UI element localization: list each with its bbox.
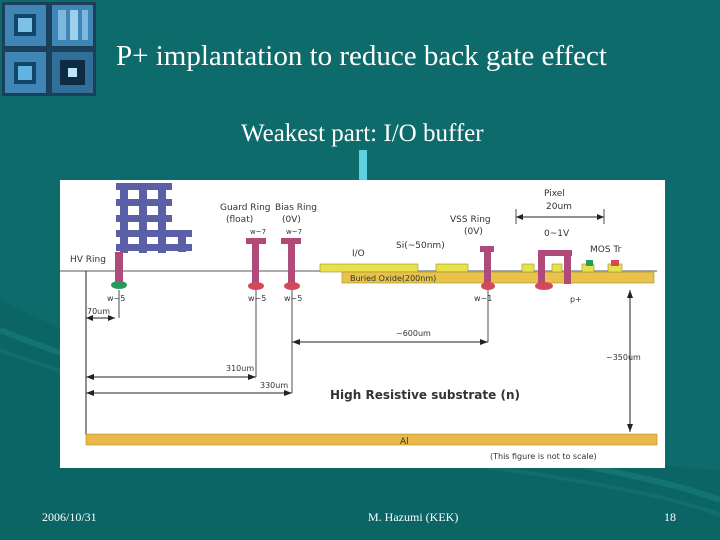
dim-350um: ~350um — [606, 290, 641, 432]
pixel-label: Pixel — [544, 189, 565, 199]
bias-ring-contact — [288, 242, 295, 284]
w5-label-a: w~5 — [107, 294, 125, 303]
cross-section-diagram: HV Ring w~5 Guard Ring (float) w~7 w~5 B… — [60, 180, 665, 468]
mos-tr-label: MOS Tr — [590, 245, 622, 255]
page-number: 18 — [664, 510, 676, 524]
dim-70um-label: 70um — [87, 307, 110, 316]
hv-ring-contact — [115, 252, 123, 282]
pplus-label: p+ — [570, 295, 582, 304]
al-backside-layer — [85, 433, 658, 446]
w5-label-b: w~5 — [248, 294, 266, 303]
w5-label-c: w~5 — [284, 294, 302, 303]
vss-ring-contact — [484, 250, 491, 284]
dim-350um-label: ~350um — [606, 353, 641, 362]
vss-ring-sub: (0V) — [464, 227, 483, 237]
si-label: Si(~50nm) — [396, 241, 445, 251]
bias-ring-implant — [284, 282, 300, 290]
guard-ring-contact — [252, 242, 259, 284]
buried-oxide-label: Buried Oxide(200nm) — [350, 274, 436, 283]
pixel-implant — [535, 282, 553, 290]
pixel-voltage-label: 0~1V — [544, 229, 570, 239]
io-label: I/O — [352, 249, 365, 259]
slide-subtitle: Weakest part: I/O buffer — [241, 120, 484, 147]
hv-ring-implant — [111, 281, 127, 289]
guard-ring-label: Guard Ring — [220, 203, 270, 213]
pixel-contact-right — [564, 250, 571, 284]
metal-via-stack — [116, 183, 192, 253]
pixel-size-label: 20um — [546, 202, 572, 212]
bias-ring-label: Bias Ring — [275, 203, 317, 213]
scale-note: (This figure is not to scale) — [490, 452, 597, 461]
footer-date: 2006/10/31 — [42, 510, 97, 524]
dim-310um: 310um — [86, 364, 256, 380]
slide-title: P+ implantation to reduce back gate effe… — [116, 40, 607, 72]
buried-oxide-layer — [341, 271, 655, 284]
w7-label-a: w~7 — [250, 228, 266, 236]
pixel-contact-left — [538, 250, 545, 284]
w1-label: w~1 — [474, 294, 492, 303]
io-si-layer — [319, 263, 419, 273]
w7-label-b: w~7 — [286, 228, 302, 236]
vss-ring-implant — [481, 282, 495, 290]
dim-70um: 70um — [86, 307, 115, 321]
vss-ring-label: VSS Ring — [450, 215, 491, 225]
footer-author: M. Hazumi (KEK) — [368, 510, 459, 524]
dim-310um-label: 310um — [226, 364, 254, 373]
bias-ring-sub: (0V) — [282, 215, 301, 225]
al-label: Al — [400, 437, 409, 447]
guard-ring-implant — [248, 282, 264, 290]
dim-600um-label: ~600um — [396, 329, 431, 338]
guard-ring-sub: (float) — [226, 215, 253, 225]
dim-330um-label: 330um — [260, 381, 288, 390]
chip-logo — [2, 2, 96, 96]
dim-330um: 330um — [86, 381, 292, 396]
hv-ring-label: HV Ring — [70, 255, 106, 265]
dim-600um: ~600um — [292, 329, 488, 345]
substrate-label: High Resistive substrate (n) — [330, 388, 520, 402]
